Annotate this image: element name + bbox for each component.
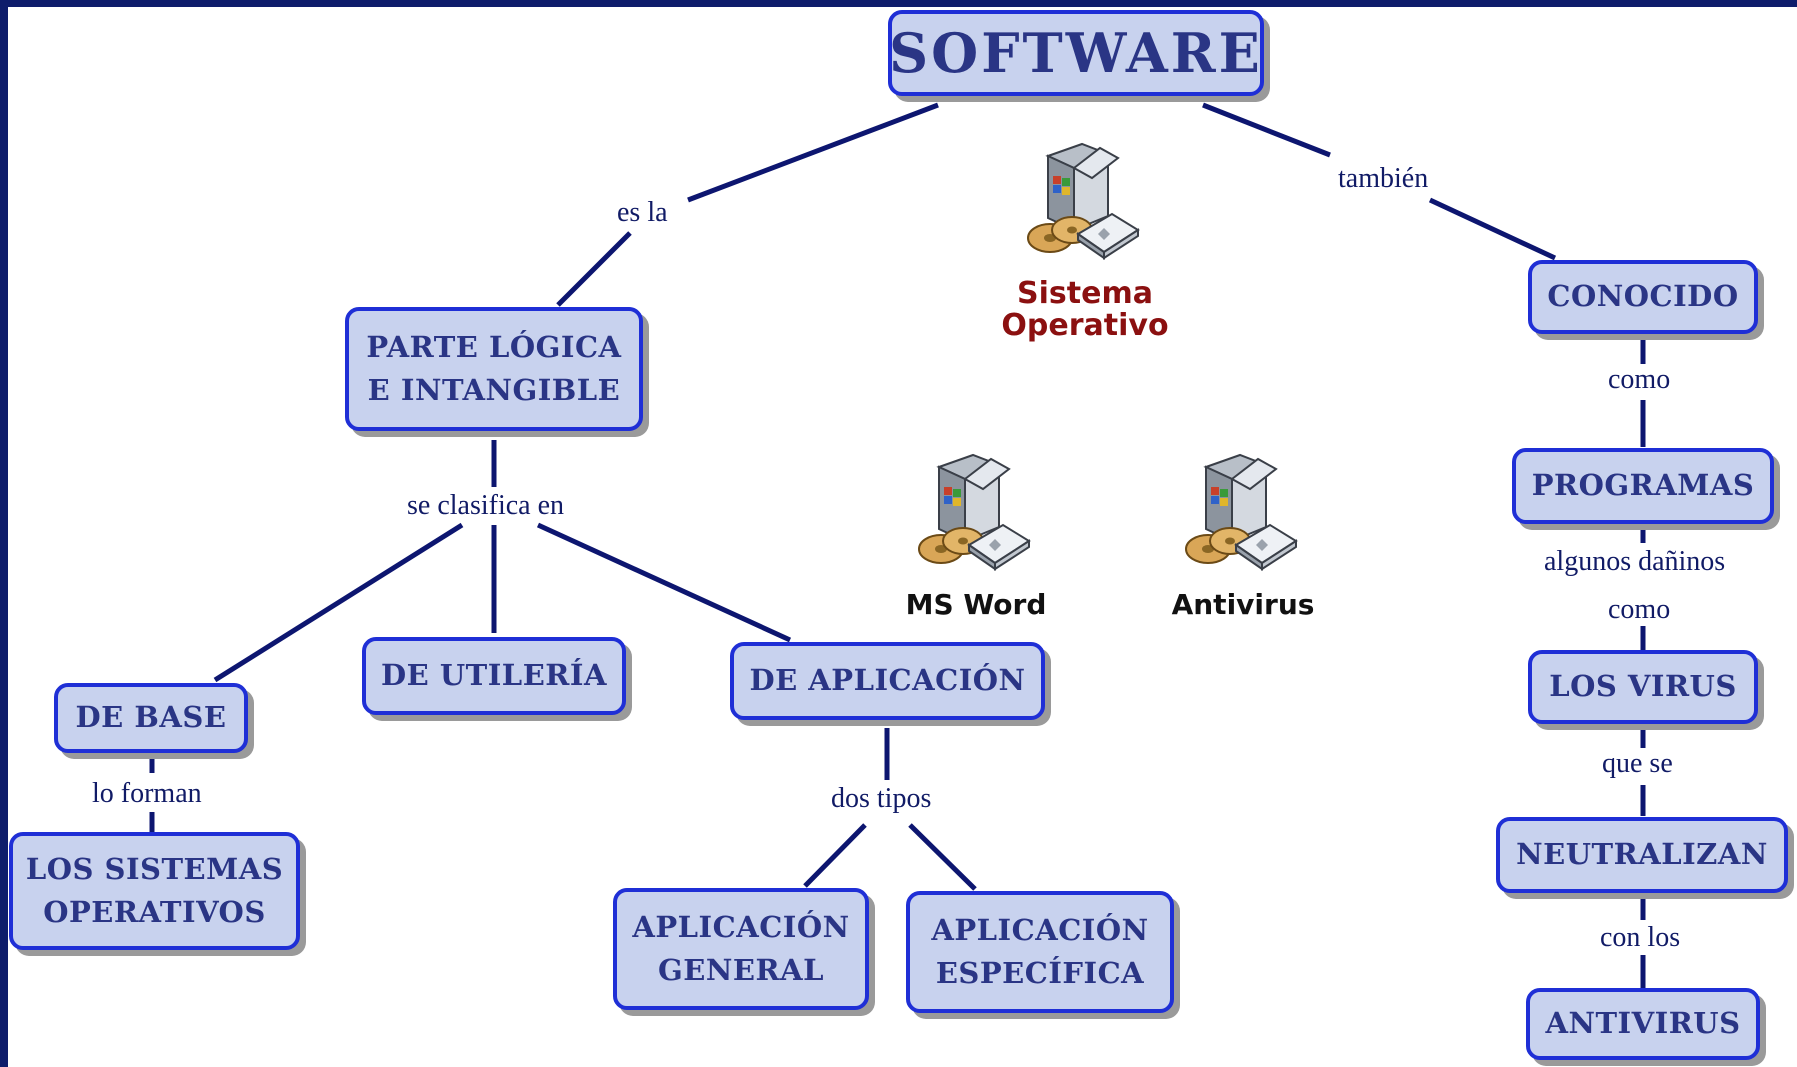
link-como: como bbox=[1606, 364, 1673, 397]
link-como-2: como bbox=[1606, 594, 1673, 627]
connector-tipos-especifica bbox=[908, 823, 977, 891]
node-aplicacion-general: APLICACIÓN GENERAL bbox=[613, 888, 869, 1010]
node-aplicacion-especifica: APLICACIÓN ESPECÍFICA bbox=[906, 891, 1174, 1013]
caption-antivirus: Antivirus bbox=[1171, 588, 1315, 621]
node-de-base-label: DE BASE bbox=[75, 700, 227, 735]
node-neutralizan-label: NEUTRALIZAN bbox=[1516, 837, 1768, 872]
connector-esla-parte bbox=[556, 231, 632, 307]
connector-tipos-general bbox=[803, 823, 867, 888]
node-sistemas-operativos: LOS SISTEMAS OPERATIVOS bbox=[9, 832, 300, 950]
node-aplicacion-especifica-line1: APLICACIÓN bbox=[931, 912, 1149, 947]
link-es-la: es la bbox=[615, 197, 670, 230]
caption-sistema-operativo-line2: Operativo bbox=[1001, 308, 1169, 344]
caption-sistema-operativo: Sistema Operativo bbox=[985, 276, 1185, 344]
node-antivirus: ANTIVIRUS bbox=[1526, 988, 1760, 1060]
link-dos-tipos: dos tipos bbox=[829, 783, 934, 816]
icon-group-antivirus: Antivirus bbox=[1143, 449, 1343, 621]
node-de-aplicacion: DE APLICACIÓN bbox=[730, 642, 1045, 720]
icon-group-sistema-operativo: Sistema Operativo bbox=[985, 138, 1185, 343]
node-aplicacion-especifica-line2: ESPECÍFICA bbox=[935, 956, 1145, 990]
link-algunos-daninos: algunos dañinos bbox=[1542, 546, 1728, 579]
node-sistemas-operativos-line1: LOS SISTEMAS bbox=[25, 851, 284, 886]
frame-top-border bbox=[0, 0, 1797, 7]
node-conocido: CONOCIDO bbox=[1528, 260, 1758, 334]
node-de-utileria-label: DE UTILERÍA bbox=[381, 658, 607, 693]
connector-clasifica-base bbox=[213, 522, 464, 683]
node-los-virus-label: LOS VIRUS bbox=[1549, 669, 1737, 704]
icon-group-ms-word: MS Word bbox=[876, 449, 1076, 621]
node-antivirus-label: ANTIVIRUS bbox=[1545, 1006, 1741, 1041]
link-se-clasifica-en: se clasifica en bbox=[405, 490, 567, 523]
node-conocido-label: CONOCIDO bbox=[1547, 279, 1739, 314]
node-de-utileria: DE UTILERÍA bbox=[362, 637, 626, 715]
node-software: SOFTWARE bbox=[888, 10, 1264, 96]
connector-tambien-conocido bbox=[1428, 197, 1557, 261]
node-parte-logica-line1: PARTE LÓGICA bbox=[366, 329, 622, 364]
node-de-aplicacion-label: DE APLICACIÓN bbox=[749, 663, 1026, 698]
software-box-icon bbox=[1027, 142, 1140, 260]
caption-ms-word: MS Word bbox=[905, 588, 1047, 621]
node-programas-label: PROGRAMAS bbox=[1531, 468, 1755, 503]
caption-sistema-operativo-line1: Sistema bbox=[1017, 276, 1153, 311]
link-tambien: también bbox=[1336, 163, 1431, 196]
node-neutralizan: NEUTRALIZAN bbox=[1496, 817, 1788, 893]
node-parte-logica-line2: E INTANGIBLE bbox=[367, 373, 621, 407]
node-parte-logica: PARTE LÓGICA E INTANGIBLE bbox=[345, 307, 643, 431]
software-box-icon bbox=[918, 453, 1031, 571]
node-aplicacion-general-line1: APLICACIÓN bbox=[632, 909, 850, 944]
software-box-icon bbox=[1185, 453, 1298, 571]
connector-clasifica-aplicacion bbox=[536, 522, 792, 643]
node-los-virus: LOS VIRUS bbox=[1528, 650, 1758, 724]
node-software-label: SOFTWARE bbox=[889, 20, 1263, 85]
node-sistemas-operativos-line2: OPERATIVOS bbox=[43, 895, 266, 929]
node-programas: PROGRAMAS bbox=[1512, 448, 1774, 524]
node-aplicacion-general-line2: GENERAL bbox=[658, 953, 824, 987]
connector-software-tambien bbox=[1202, 102, 1331, 158]
link-lo-forman: lo forman bbox=[90, 778, 204, 811]
node-de-base: DE BASE bbox=[54, 683, 248, 753]
link-que-se: que se bbox=[1600, 748, 1675, 781]
frame-left-border bbox=[0, 0, 8, 1067]
link-con-los: con los bbox=[1598, 922, 1683, 955]
connector-software-esla bbox=[687, 102, 939, 203]
